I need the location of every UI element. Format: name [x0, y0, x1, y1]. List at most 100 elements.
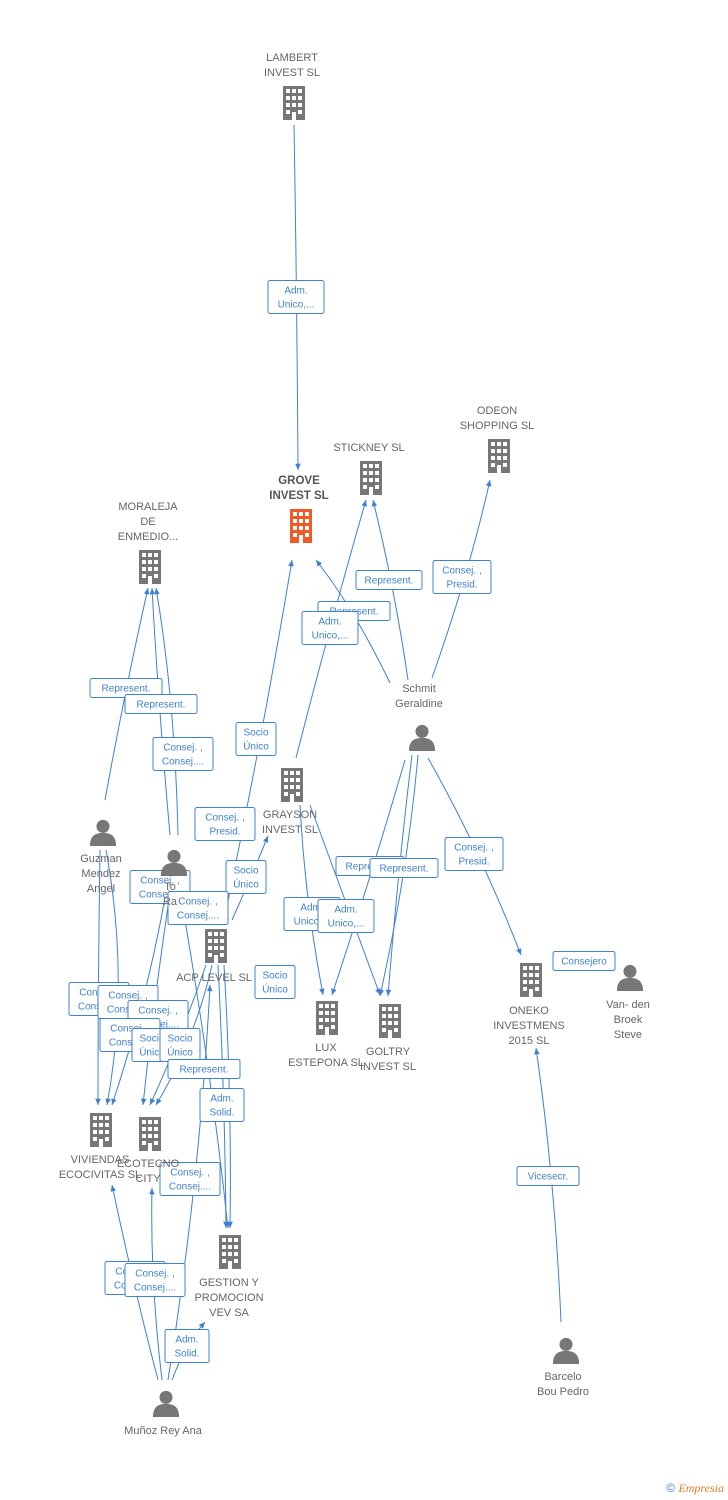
- node-label: STICKNEY SL: [333, 442, 404, 454]
- node-label: ACP LEVEL SL: [176, 972, 252, 984]
- edge-label-30[interactable]: Consej. ,Consej....: [124, 1263, 186, 1297]
- edge-label-box: [317, 899, 375, 933]
- edge-label-text: Socio: [167, 1034, 192, 1045]
- node-label: GROVE: [278, 475, 320, 487]
- node-label: VIVIENDAS: [71, 1154, 130, 1166]
- node-label: Bou Pedro: [537, 1386, 589, 1398]
- edge-label-text: Único: [139, 1046, 165, 1059]
- edge-label-text: Único: [167, 1046, 193, 1059]
- edge-label-text: Único: [262, 983, 288, 996]
- edge-label-text: Consej. ,: [170, 1168, 209, 1179]
- edge-label-text: Consej. ,: [205, 813, 244, 824]
- node-label: INVESTMENS: [493, 1020, 565, 1032]
- edge-label-19[interactable]: Consejero: [552, 951, 616, 971]
- edge-label-text: Represent.: [365, 576, 414, 587]
- node-acp[interactable]: ACP LEVEL SL: [176, 929, 252, 984]
- building-icon: [290, 509, 312, 543]
- edge-label-text: Adm.: [284, 286, 307, 297]
- node-label: ENMEDIO...: [118, 531, 179, 543]
- node-label: ESTEPONA SL: [288, 1057, 364, 1069]
- edge-label-17[interactable]: Represent.: [369, 858, 439, 878]
- node-label: ECOTECNO: [117, 1158, 180, 1170]
- footer-credit[interactable]: © Empresia: [666, 1481, 724, 1496]
- edge-label-text: Unico,...: [328, 919, 365, 930]
- edge-label-box: [225, 860, 267, 894]
- edge-label-26[interactable]: Represent.: [167, 1059, 241, 1079]
- node-stickney[interactable]: STICKNEY SL: [333, 442, 405, 495]
- edge-label-text: Adm.: [210, 1094, 233, 1105]
- edge-label-box: [199, 1088, 245, 1122]
- edge-label-28[interactable]: Consej. ,Consej....: [159, 1162, 221, 1196]
- edge-label-box: [301, 611, 359, 645]
- edge-label-1[interactable]: Represent.: [355, 570, 423, 590]
- edge-label-text: Consej. ,: [178, 897, 217, 908]
- edge-17: [105, 849, 119, 1106]
- node-munoz[interactable]: Muñoz Rey Ana: [124, 1390, 203, 1437]
- node-goltry[interactable]: GOLTRY INVEST SL: [360, 1004, 416, 1073]
- edge-label-text: Único: [243, 740, 269, 753]
- edge-label-text: Represent.: [137, 700, 186, 711]
- node-label: GOLTRY: [366, 1046, 411, 1058]
- node-label: MORALEJA: [118, 501, 178, 513]
- edge-label-box: [167, 1059, 241, 1079]
- node-label: Angel: [87, 883, 115, 895]
- edge-label-box: [516, 1166, 580, 1186]
- edge-label-7[interactable]: Consej. ,Consej....: [152, 737, 214, 771]
- edge-label-box: [267, 280, 325, 314]
- edge-label-text: Unico,...: [312, 631, 349, 642]
- node-label: ODEON: [477, 405, 517, 417]
- building-icon: [139, 550, 161, 584]
- building-icon: [281, 768, 303, 802]
- node-label: VEV SA: [209, 1307, 249, 1319]
- edge-label-15[interactable]: Adm.Unico,...: [317, 899, 375, 933]
- edge-label-text: Presid.: [446, 580, 477, 591]
- edge-label-18[interactable]: Consej. ,Presid.: [444, 837, 504, 871]
- edge-label-2[interactable]: Consej. ,Presid.: [432, 560, 492, 594]
- edge-label-text: Consej. ,: [140, 876, 179, 887]
- edge-label-box: [164, 1329, 210, 1363]
- edge-label-text: Socio: [139, 1034, 164, 1045]
- edge-label-32[interactable]: Vicesecr.: [516, 1166, 580, 1186]
- edge-label-9[interactable]: Consej. ,Presid.: [194, 807, 256, 841]
- edge-label-27[interactable]: Adm.Solid.: [199, 1088, 245, 1122]
- brand-logo: Empresia: [678, 1481, 724, 1495]
- edge-label-box: [432, 560, 492, 594]
- edge-label-12[interactable]: Consej. ,Consej....: [167, 891, 229, 925]
- edge-label-box: [152, 737, 214, 771]
- edge-label-31[interactable]: Adm.Solid.: [164, 1329, 210, 1363]
- edge-label-4[interactable]: Adm.Unico,...: [301, 611, 359, 645]
- node-label: 2015 SL: [509, 1035, 550, 1047]
- edge-label-0[interactable]: Adm.Unico,...: [267, 280, 325, 314]
- edge-label-text: Socio: [262, 971, 287, 982]
- edge-label-text: Represent.: [380, 864, 429, 875]
- node-label: INVEST SL: [360, 1061, 416, 1073]
- node-label: To: [164, 881, 176, 893]
- node-moraleja[interactable]: MORALEJADEENMEDIO...: [118, 501, 179, 584]
- node-label: Barcelo: [544, 1371, 581, 1383]
- edge-label-text: Consejero: [561, 957, 607, 968]
- edge-label-6[interactable]: Represent.: [124, 694, 198, 714]
- node-label: Schmit: [402, 683, 436, 695]
- edge-label-text: Consej. ,: [108, 991, 147, 1002]
- building-icon: [205, 929, 227, 963]
- edge-label-text: Socio: [233, 866, 258, 877]
